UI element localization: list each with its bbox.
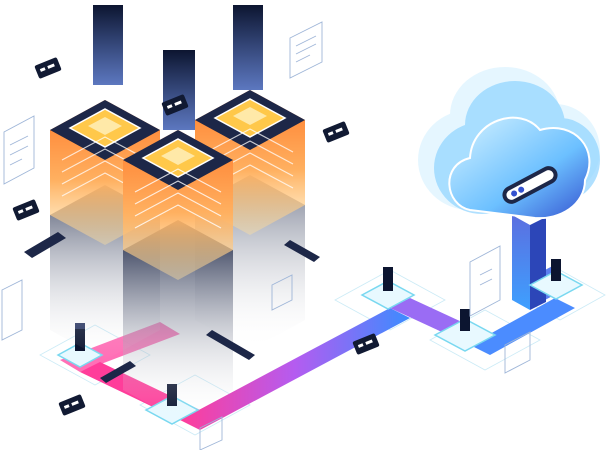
server-tower-front <box>123 50 233 420</box>
floating-panel <box>1 21 531 450</box>
floating-chip-tag <box>12 57 380 416</box>
cloud <box>418 67 600 220</box>
cloud-connector-pipe <box>512 215 546 310</box>
pipe-stubs <box>24 232 320 383</box>
